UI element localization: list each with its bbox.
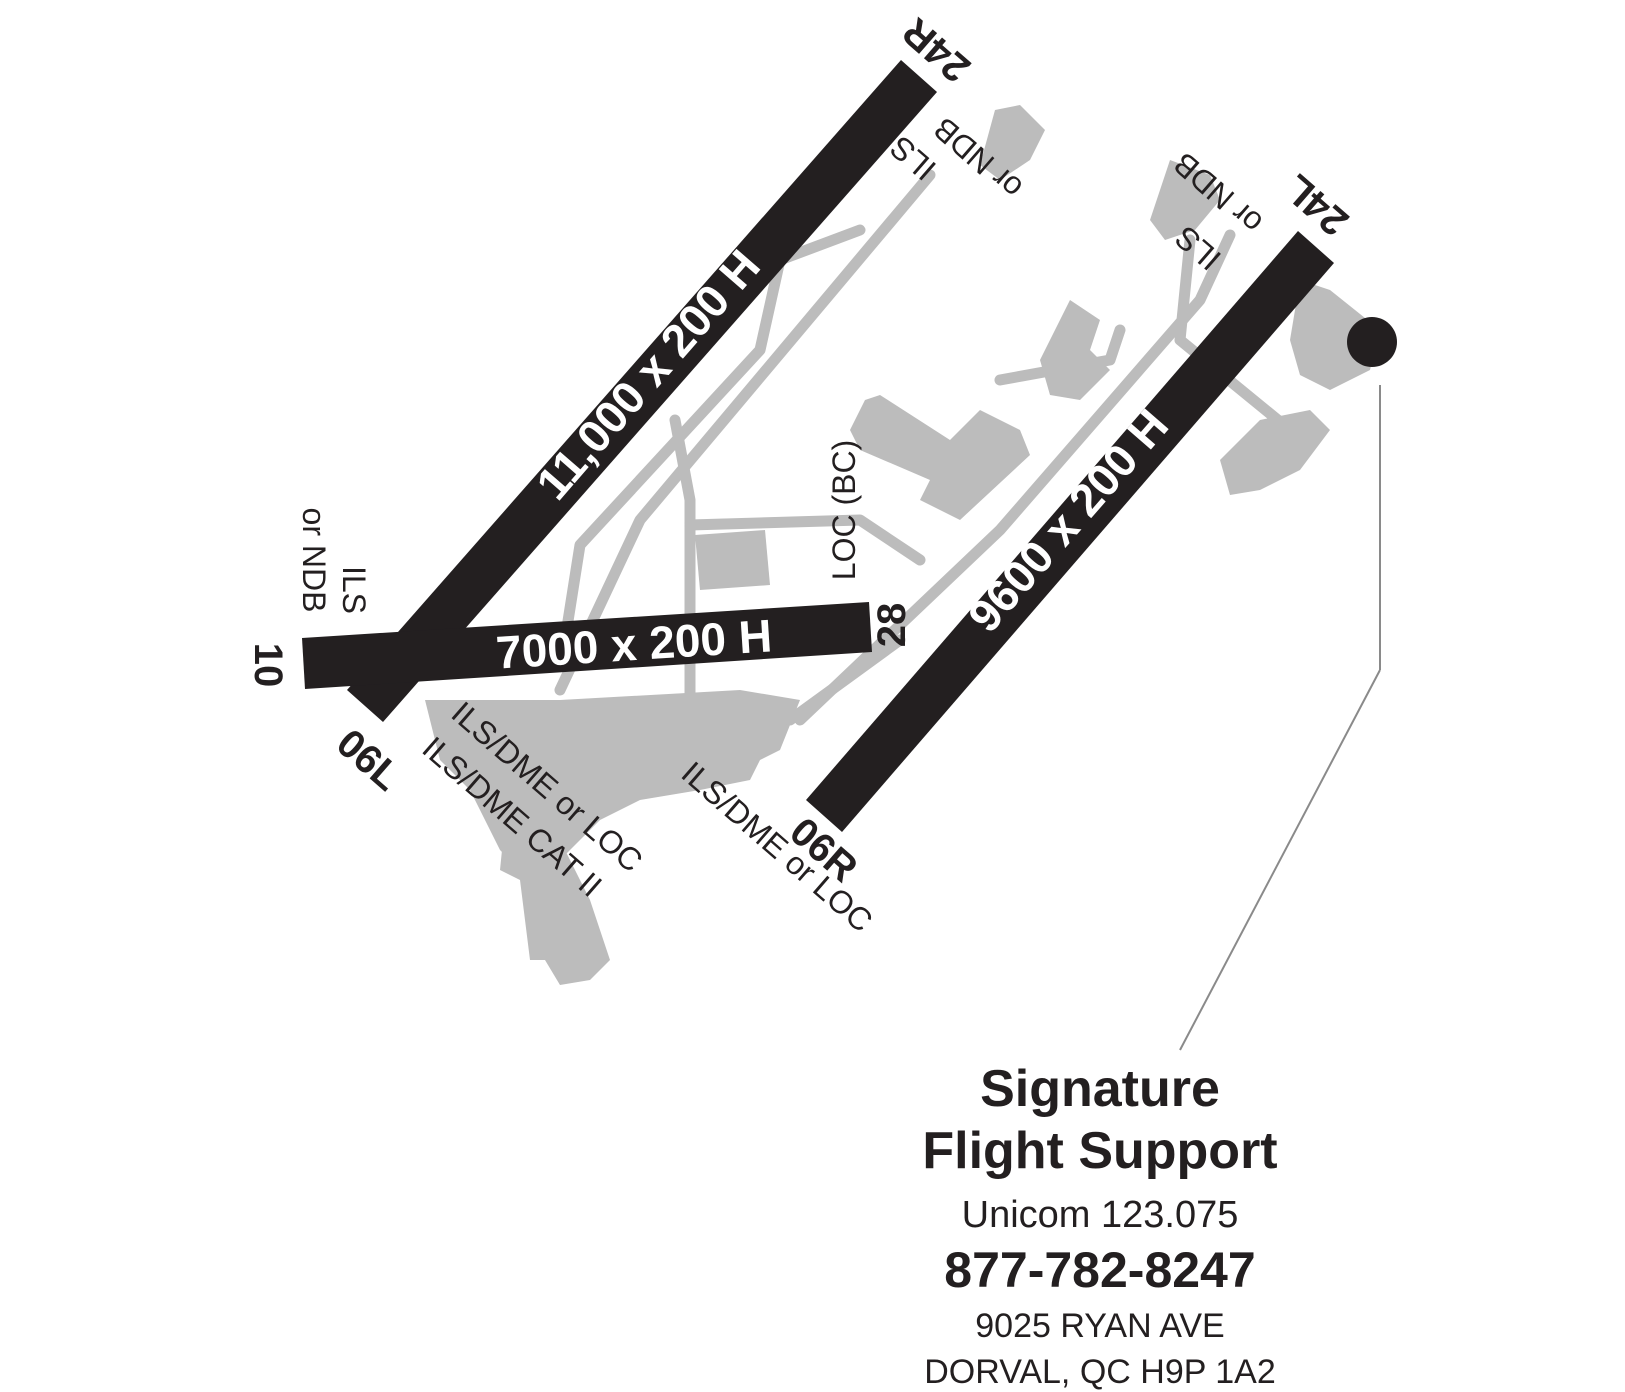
runway-end-10: 10 [246,643,290,688]
fbo-name-line1: Signature [980,1060,1220,1118]
approach-28-loc-bc: LOC (BC) [826,440,862,580]
taxiway-connector-e [1174,234,1296,436]
fbo-phone-number[interactable]: 877-782-8247 [944,1242,1256,1298]
taxiway-parallel-east [794,229,1236,726]
runway-10-28 [302,602,872,689]
fbo-address-line2: DORVAL, QC H9P 1A2 [924,1353,1276,1391]
north-cargo-area [1040,300,1110,400]
apron-areas [425,105,1380,985]
runway-end-24L: 24L [1276,166,1357,244]
runway-10-28-dimensions: 7000 x 200 H [495,609,774,678]
east-ramp [1220,410,1330,495]
taxiway-connector-g [784,634,906,726]
fbo-location-marker[interactable] [1347,317,1397,367]
runway-end-28: 28 [870,603,914,648]
fbo-name-line2: Flight Support [922,1122,1278,1180]
approach-10-ndb: or NDB [296,508,332,613]
approach-10-ils: ILS [336,566,372,614]
taxiway-connector-a [559,224,866,646]
fbo-ramp [1290,280,1380,390]
runway-06R-24L [806,231,1334,832]
runways [302,60,1334,832]
taxiway-connector-c [684,514,926,566]
northeast-hangars [1150,160,1220,240]
terminal-building [500,820,610,985]
fbo-address-line1: 9025 RYAN AVE [975,1307,1225,1345]
taxiway-connector-d [994,324,1126,386]
fbo-info-block: Signature Flight Support Unicom 123.075 … [850,1058,1350,1392]
central-hangars [850,395,1030,520]
north-hangars [980,105,1045,180]
runway-06L-24R [347,60,937,722]
runway-end-06L: 06L [328,721,409,799]
cross-field-pad [695,530,770,590]
fbo-leader-line-diagonal [1179,669,1381,1051]
fbo-unicom-frequency: Unicom 123.075 [961,1194,1239,1236]
